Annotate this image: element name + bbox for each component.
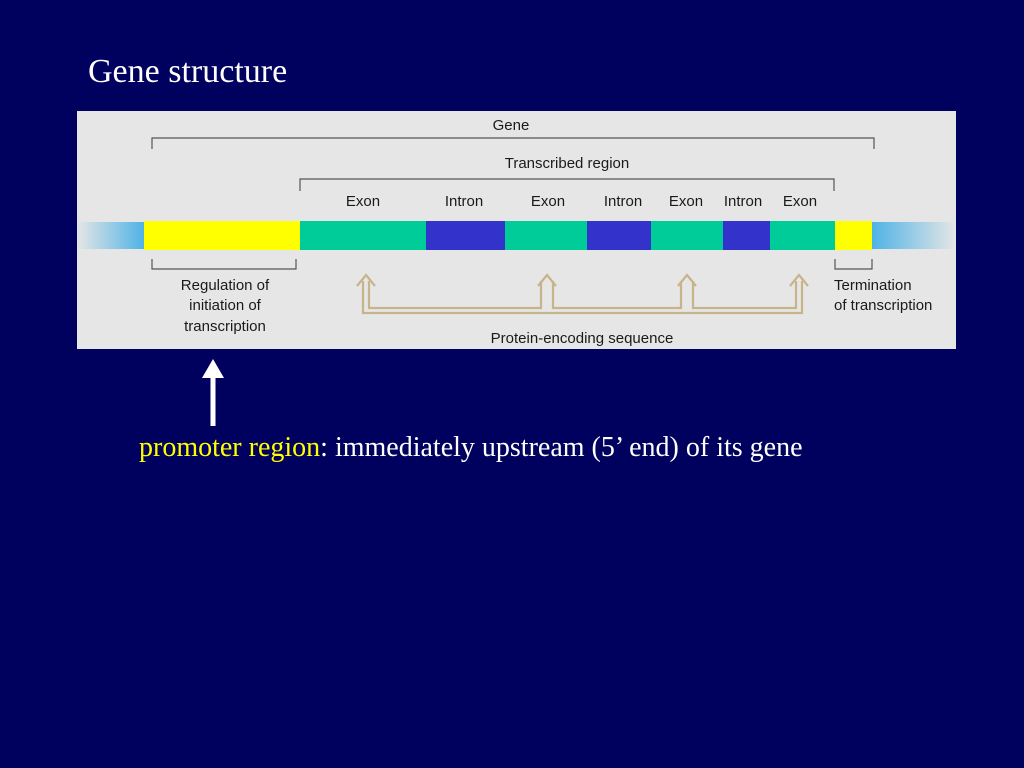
gene-segment-terminator (835, 221, 872, 250)
segment-label: Intron (724, 193, 762, 210)
dna-flank-right (872, 222, 956, 249)
gene-label: Gene (493, 117, 530, 134)
segment-label: Exon (346, 193, 380, 210)
gene-segment-exon (300, 221, 426, 250)
termination-label-line: Termination (834, 277, 912, 294)
dna-flank-left (77, 222, 144, 249)
gene-segment-promoter (144, 221, 300, 250)
gene-structure-figure: Gene Transcribed region Exon Intron Exon… (77, 111, 956, 349)
segment-label: Exon (669, 193, 703, 210)
up-arrow-icon (202, 359, 224, 426)
segment-label: Intron (604, 193, 642, 210)
transcribed-bracket (299, 178, 835, 191)
transcribed-region-label: Transcribed region (505, 155, 630, 172)
termination-bracket (834, 259, 873, 270)
gene-segment-intron (426, 221, 505, 250)
gene-segment-exon (770, 221, 835, 250)
segment-label: Intron (445, 193, 483, 210)
gene-segment-intron (587, 221, 651, 250)
gene-diagram: Gene Transcribed region Exon Intron Exon… (77, 117, 956, 347)
segment-label: Exon (531, 193, 565, 210)
regulation-label-line: Regulation of (181, 277, 270, 294)
slide-title: Gene structure (88, 53, 288, 90)
gene-segment-intron (723, 221, 770, 250)
promoter-caption: promoter region: immediately upstream (5… (139, 430, 803, 466)
promoter-description: : immediately upstream (5’ end) of its g… (320, 432, 803, 463)
gene-bracket (151, 137, 875, 149)
termination-label-line: of transcription (834, 297, 932, 314)
regulation-bracket (151, 259, 297, 270)
gene-segment-exon (651, 221, 723, 250)
protein-encoding-label: Protein-encoding sequence (491, 330, 674, 347)
promoter-term: promoter region (139, 432, 321, 463)
protein-encoding-connector (356, 273, 809, 315)
segment-label: Exon (783, 193, 817, 210)
gene-segment-exon (505, 221, 587, 250)
regulation-label-line: initiation of (189, 297, 262, 314)
regulation-label-line: transcription (184, 318, 266, 335)
